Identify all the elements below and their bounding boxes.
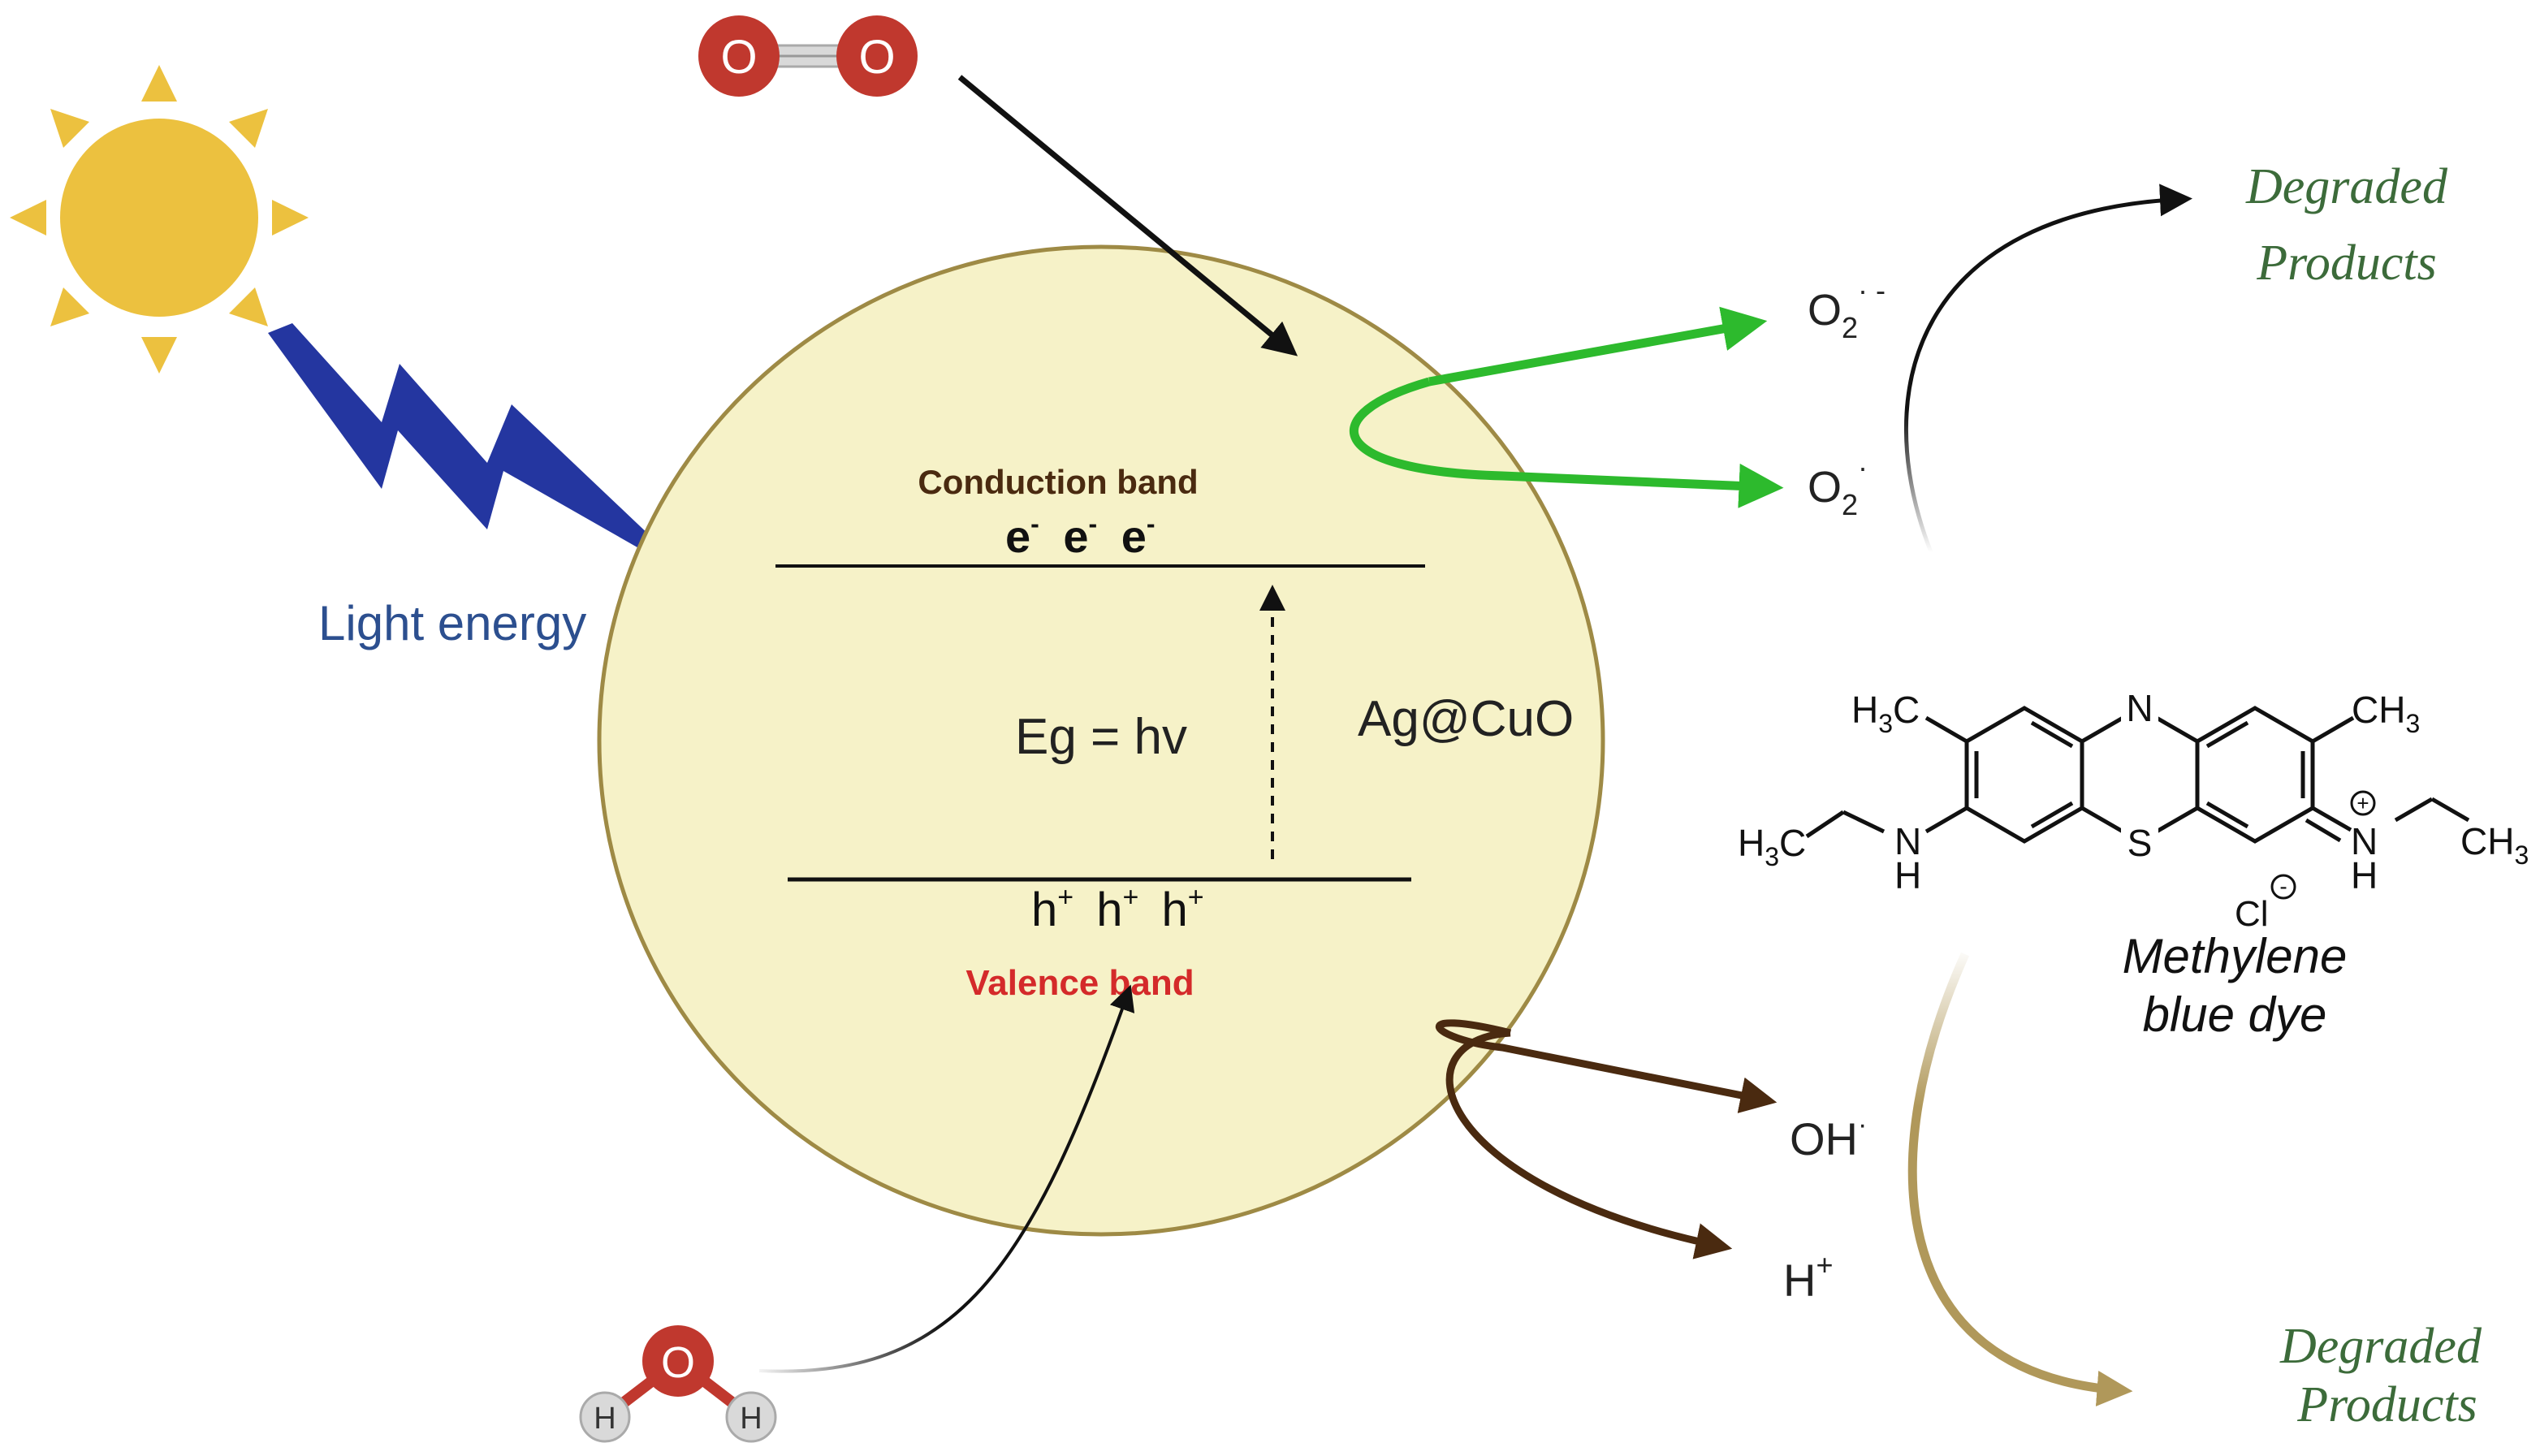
dye-ethyl-left: H3C [1738,822,1806,871]
degradation-arrow-bottom [1907,952,2133,1406]
dye-nh-right-n: N [2351,820,2378,862]
hydroxyl-radical-label: OH· [1790,1109,1867,1164]
oxygen-atom-2-label: O [858,31,895,84]
oxygen-radical-label: O2· [1808,451,1868,521]
dye-name-line2: blue dye [2143,987,2327,1042]
hydrogen-atom-1 [579,1391,631,1443]
dye-chloride: Cl [2235,894,2269,934]
water-oxygen-label: O [661,1338,695,1387]
degradation-arrow-top [1903,184,2192,553]
oxygen-atom-2 [836,15,918,97]
hydrogen-atom-2 [725,1391,777,1443]
dye-ethyl-right: CH3 [2460,820,2529,870]
hydroxyl-generation-arrows [1435,1019,1778,1259]
degraded-products-top-line1: Degraded [2245,159,2448,214]
oxygen-atom-1 [698,15,780,97]
hydrogen-2-label: H [740,1402,762,1436]
water-oxygen-atom [642,1325,714,1397]
dye-ch3-right: CH3 [2352,689,2420,738]
dye-nh-right-h: H [2351,854,2378,896]
dye-ch3-left: H3C [1851,689,1920,738]
dye-nh-left-h: H [1894,854,1921,896]
valence-band-label: Valence band [965,963,1194,1003]
degraded-products-top-line2: Products [2256,235,2437,291]
dye-nh-left-n: N [1894,820,1921,862]
superoxide-generation-arrows [1349,306,1784,508]
holes-label: h+ h+ h+ [1031,864,1204,936]
methylene-blue-structure [1805,706,2470,844]
dye-name-line1: Methylene [2123,929,2348,983]
water-molecule: O H H [579,1325,777,1443]
water-arrow [758,984,1135,1373]
proton-label: H+ [1783,1248,1833,1306]
dye-s-bottom: S [2127,822,2153,864]
catalyst-name-label: Ag@CuO [1358,691,1574,747]
o2-molecule: O O [698,15,918,97]
sun-icon [10,65,309,374]
dye-n-top: N [2126,687,2153,729]
catalyst-particle [597,244,1605,1237]
band-gap-label: Eg = hv [1015,709,1187,765]
light-energy-label: Light energy [318,596,586,650]
dye-plus-charge: + [2356,791,2369,815]
n-top-mask [2121,686,2158,724]
o2-arrow [957,75,1298,356]
superoxide-label: O2· - [1808,274,1886,344]
oxygen-atom-1-label: O [720,31,757,84]
s-bottom-mask [2121,825,2158,861]
hydrogen-1-label: H [594,1402,616,1436]
conduction-band-label: Conduction band [918,463,1198,501]
degraded-products-bottom-line2: Products [2296,1377,2477,1432]
dye-minus-charge: - [2279,874,2287,899]
degraded-products-bottom-line1: Degraded [2279,1319,2482,1374]
plus-charge-circle [2350,790,2376,816]
electrons-label: e- e- e- [1005,491,1156,562]
lightning-bolt-icon [268,323,700,583]
minus-charge-circle [2270,874,2296,900]
